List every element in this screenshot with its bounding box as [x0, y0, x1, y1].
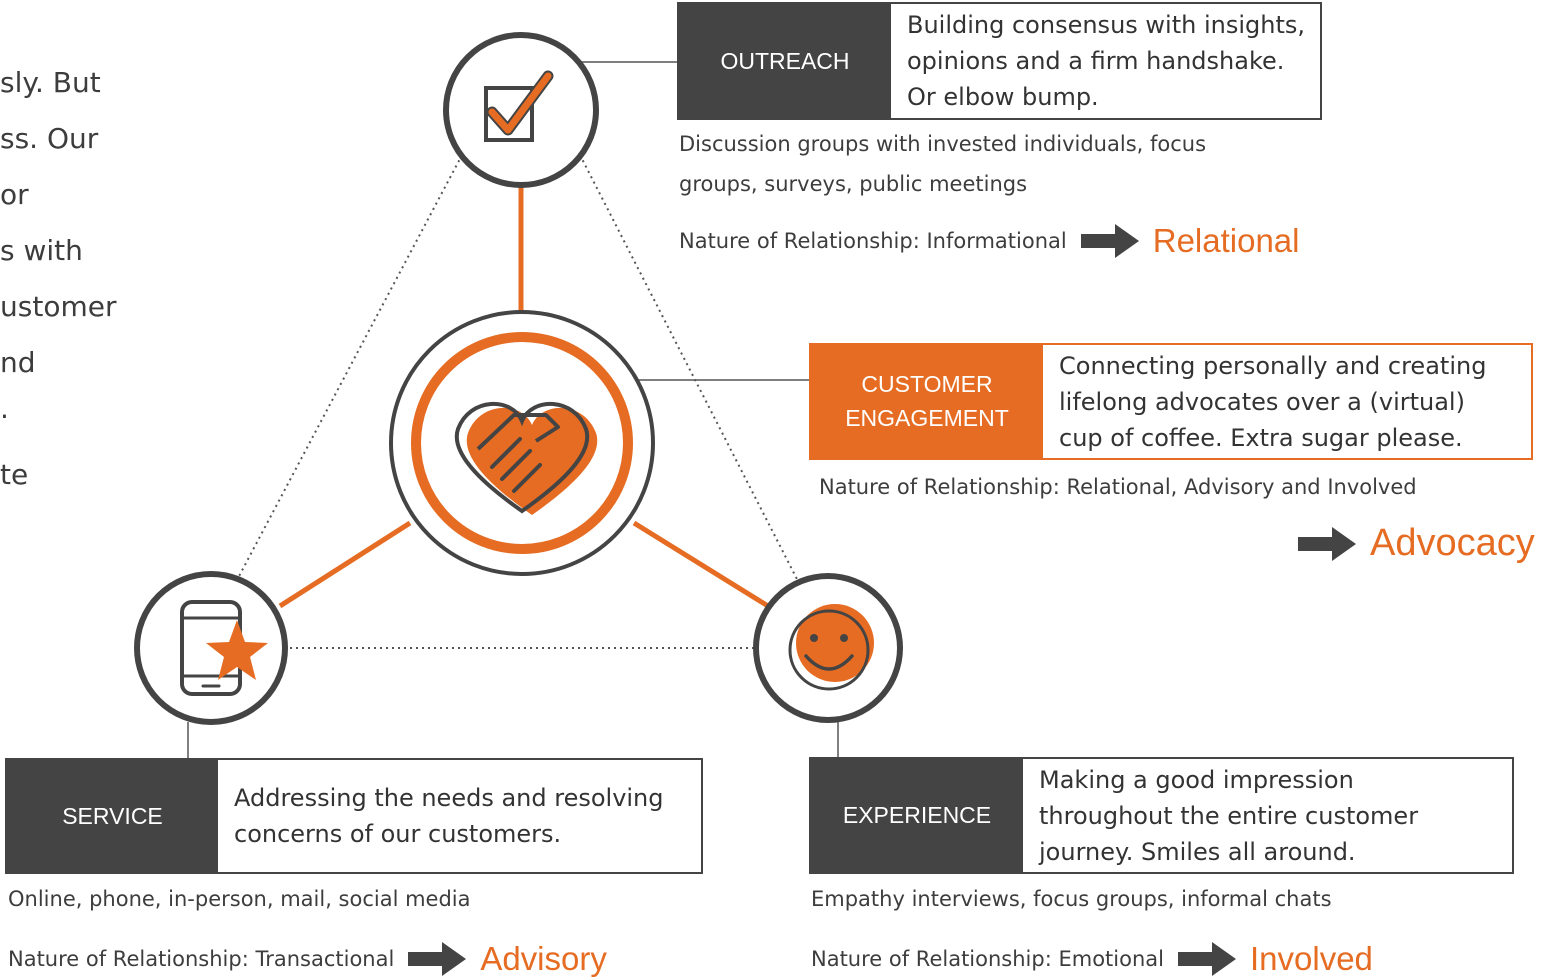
outreach-relationship-row: Nature of Relationship: Informational Re…: [679, 222, 1300, 260]
description-line: lifelong advocates over a (virtual): [1059, 387, 1465, 416]
service-description: Addressing the needs and resolving conce…: [218, 760, 701, 872]
engagement-box: CUSTOMER ENGAGEMENT Connecting personall…: [809, 343, 1533, 460]
description-line: Addressing the needs and resolving: [234, 784, 664, 812]
checkbox-check-icon: [484, 70, 554, 142]
outreach-methods-line: groups, surveys, public meetings: [679, 172, 1028, 196]
intro-line: nd: [0, 346, 36, 379]
experience-label: EXPERIENCE: [811, 759, 1023, 872]
service-relationship: Nature of Relationship: Transactional: [8, 947, 395, 971]
description-line: Building consensus with insights,: [907, 11, 1305, 39]
experience-box: EXPERIENCE Making a good impression thro…: [809, 757, 1514, 874]
intro-line: s with: [0, 234, 83, 267]
service-outcome: Advisory: [480, 940, 607, 977]
spoke-experience: [632, 520, 770, 609]
intro-line: te: [0, 458, 29, 491]
service-node: [134, 571, 288, 725]
spoke-service: [278, 520, 412, 609]
outreach-methods-line: Discussion groups with invested individu…: [679, 132, 1207, 156]
outreach-description: Building consensus with insights, opinio…: [891, 4, 1320, 118]
heart-handshake-icon: [454, 401, 598, 515]
intro-line: ustomer: [0, 290, 117, 323]
service-methods: Online, phone, in-person, mail, social m…: [8, 887, 471, 911]
description-line: throughout the entire customer: [1039, 801, 1419, 830]
engagement-hub: [389, 310, 655, 576]
experience-outcome: Involved: [1249, 940, 1373, 977]
experience-node: [753, 573, 903, 723]
dotted-connector-outreach-service: [236, 154, 463, 581]
engagement-label-line: ENGAGEMENT: [845, 404, 1009, 431]
experience-relationship-row: Nature of Relationship: Emotional Involv…: [811, 940, 1373, 978]
engagement-label-line: CUSTOMER: [861, 371, 993, 398]
description-line: opinions and a firm handshake.: [907, 47, 1285, 75]
service-box: SERVICE Addressing the needs and resolvi…: [5, 758, 703, 874]
experience-description: Making a good impression throughout the …: [1023, 759, 1512, 872]
outreach-node: [443, 32, 599, 188]
intro-line: .: [0, 392, 9, 425]
description-line: Making a good impression: [1039, 765, 1354, 794]
arrow-right-icon: [408, 942, 467, 976]
engagement-outcome: Advocacy: [1370, 522, 1535, 564]
outreach-outcome: Relational: [1152, 222, 1300, 259]
outreach-box: OUTREACH Building consensus with insight…: [677, 2, 1322, 120]
description-line: Or elbow bump.: [907, 83, 1099, 111]
dotted-connector-outreach-experience: [579, 154, 801, 586]
outreach-relationship: Nature of Relationship: Informational: [679, 229, 1067, 253]
smiley-face-icon: [788, 604, 874, 691]
engagement-outcome-row: Advocacy: [1298, 522, 1535, 565]
arrow-right-icon: [1080, 224, 1139, 258]
description-line: Connecting personally and creating: [1059, 351, 1487, 380]
intro-line: or: [0, 178, 29, 211]
intro-line: ss. Our: [0, 122, 99, 155]
engagement-label: CUSTOMER ENGAGEMENT: [811, 345, 1043, 458]
outreach-label: OUTREACH: [679, 4, 891, 118]
smartphone-star-icon: [180, 600, 268, 696]
description-line: cup of coffee. Extra sugar please.: [1059, 423, 1463, 452]
arrow-right-icon: [1177, 942, 1236, 976]
intro-line: sly. But: [0, 66, 101, 99]
engagement-relationship: Nature of Relationship: Relational, Advi…: [819, 475, 1417, 499]
service-label: SERVICE: [7, 760, 218, 872]
description-line: journey. Smiles all around.: [1039, 837, 1356, 866]
engagement-description: Connecting personally and creating lifel…: [1043, 345, 1531, 458]
experience-relationship: Nature of Relationship: Emotional: [811, 947, 1164, 971]
description-line: concerns of our customers.: [234, 820, 562, 848]
arrow-right-icon: [1298, 526, 1356, 561]
service-relationship-row: Nature of Relationship: Transactional Ad…: [8, 940, 607, 978]
experience-methods: Empathy interviews, focus groups, inform…: [811, 887, 1332, 911]
